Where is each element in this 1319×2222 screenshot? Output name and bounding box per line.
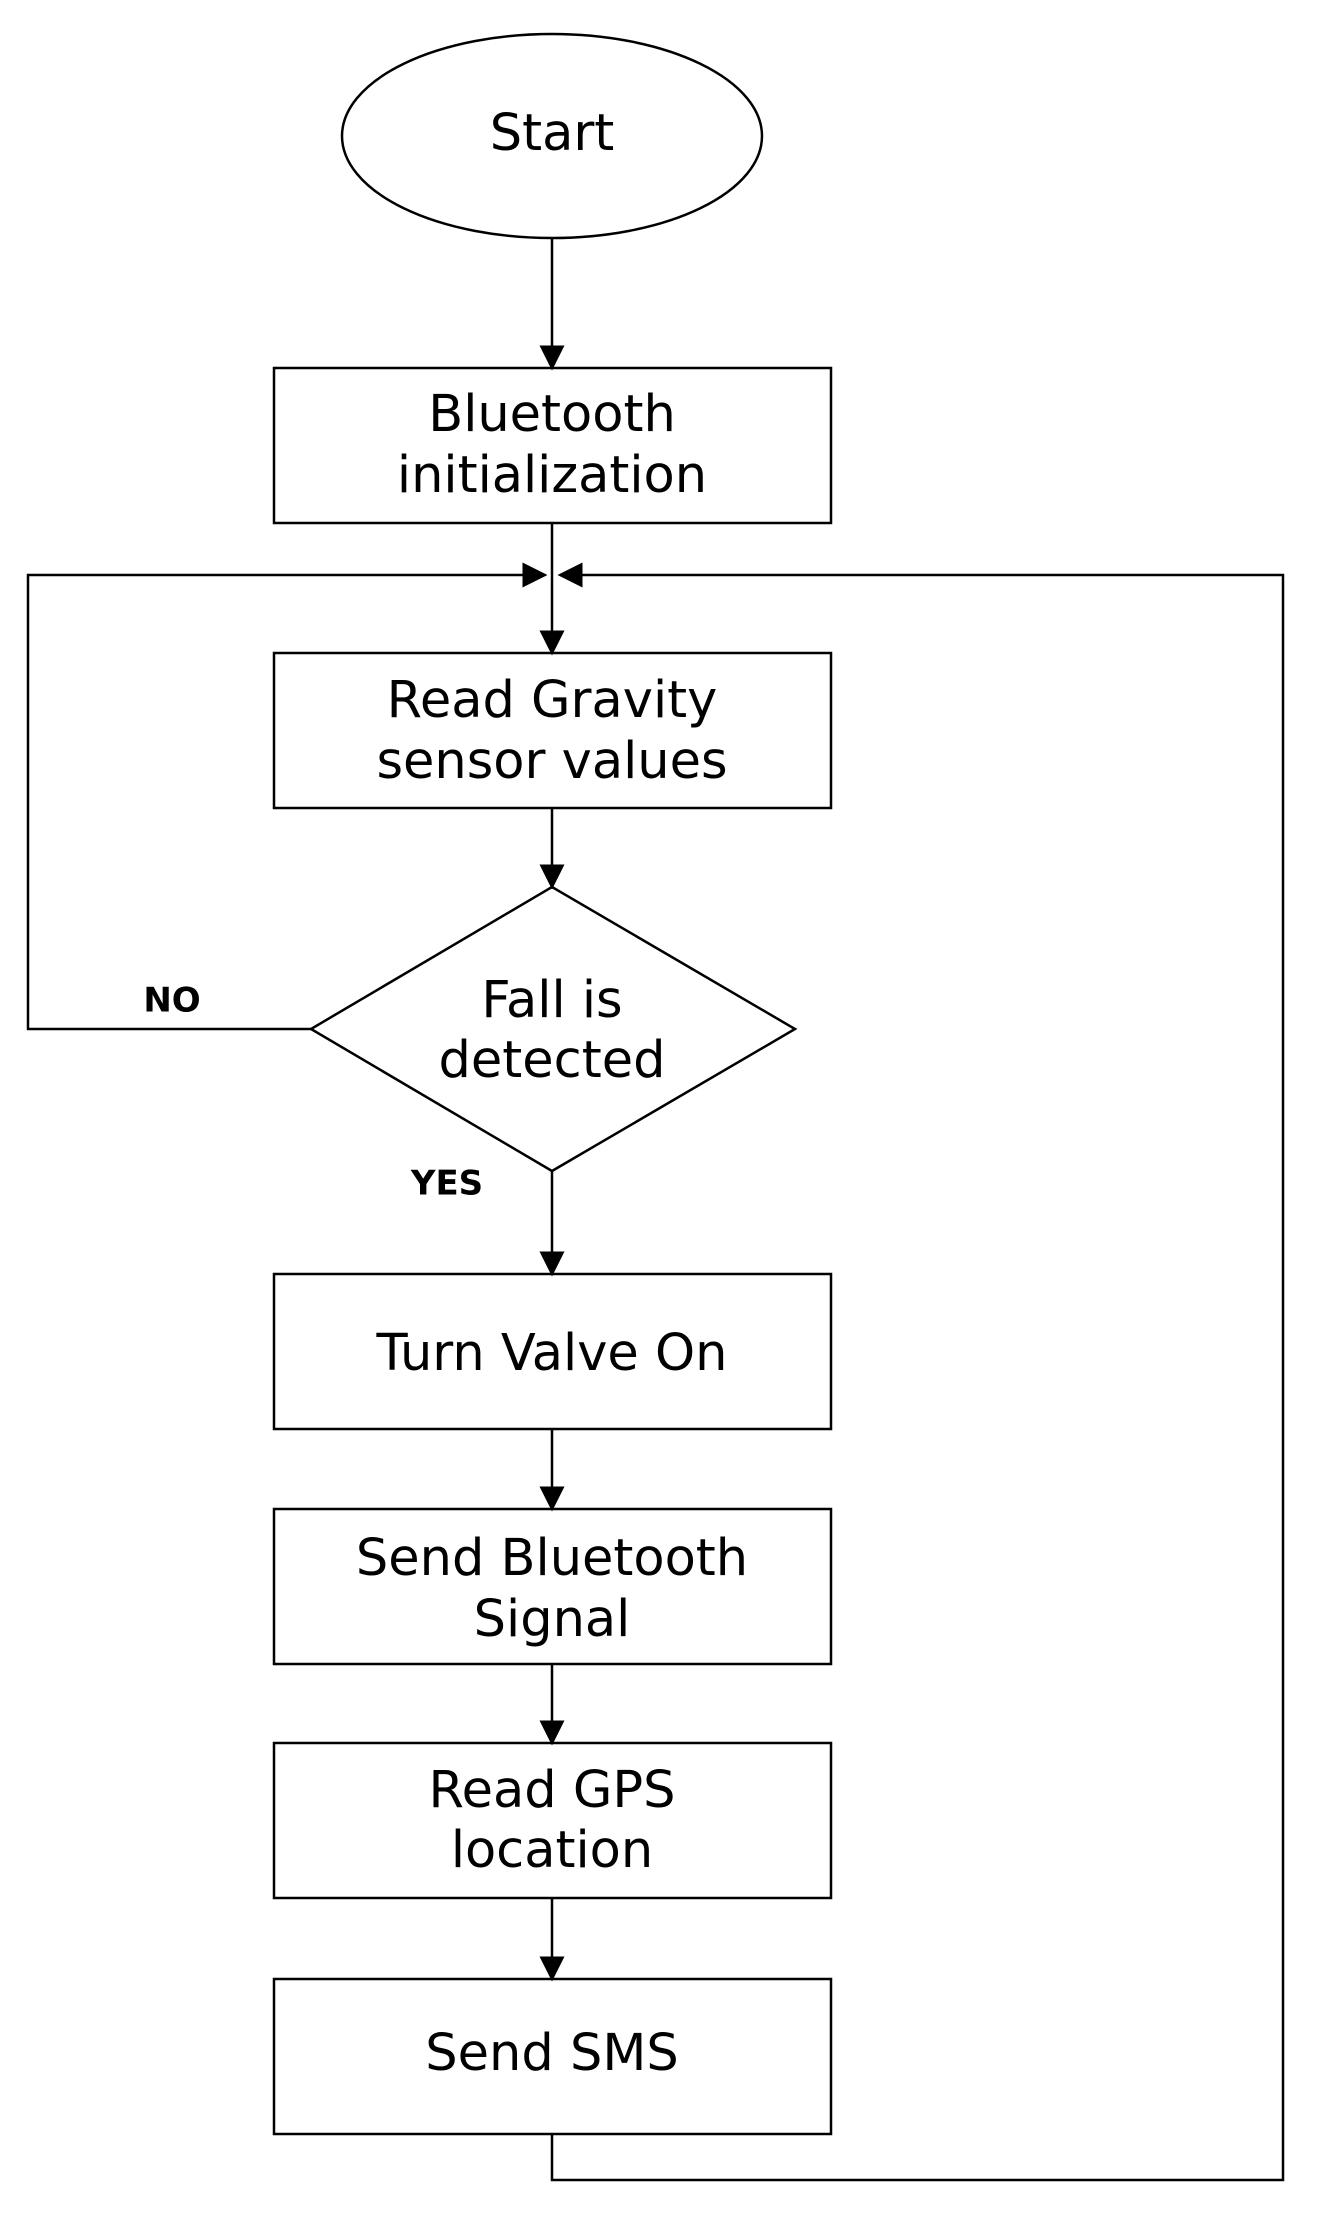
- turn-valve-on-node: Turn Valve On: [272, 1272, 833, 1431]
- no-branch-loop-arrow: [26, 562, 548, 1031]
- no-branch-label: NO: [143, 981, 200, 1021]
- bluetooth-initialization-label-line2: initialization: [397, 446, 707, 505]
- fall-detected-label-line2: detected: [439, 1031, 666, 1090]
- start-node: Start: [340, 32, 764, 240]
- read-gps-location-node: Read GPS location: [272, 1741, 833, 1900]
- start-label: Start: [490, 104, 615, 163]
- turn-valve-on-label: Turn Valve On: [376, 1324, 728, 1383]
- read-gps-location-label-line1: Read GPS: [428, 1761, 675, 1820]
- bluetooth-initialization-label-line1: Bluetooth: [428, 385, 676, 444]
- bluetooth-initialization-node: Bluetooth initialization: [272, 366, 833, 525]
- read-gravity-sensor-node: Read Gravity sensor values: [272, 651, 833, 810]
- fall-detected-label-line1: Fall is: [481, 971, 622, 1030]
- read-gps-location-label-line2: location: [451, 1821, 653, 1880]
- send-bluetooth-signal-node: Send Bluetooth Signal: [272, 1507, 833, 1666]
- yes-branch-label: YES: [410, 1164, 483, 1204]
- send-sms-label: Send SMS: [425, 2024, 678, 2083]
- send-bluetooth-signal-label-line2: Signal: [474, 1590, 631, 1649]
- read-gravity-sensor-label-line2: sensor values: [376, 732, 727, 791]
- send-bluetooth-signal-label-line1: Send Bluetooth: [356, 1529, 748, 1588]
- fall-detected-decision: Fall is detected: [308, 885, 798, 1173]
- read-gravity-sensor-label-line1: Read Gravity: [387, 671, 718, 730]
- send-sms-node: Send SMS: [272, 1977, 833, 2136]
- sms-loop-back-arrow: [550, 562, 1285, 2182]
